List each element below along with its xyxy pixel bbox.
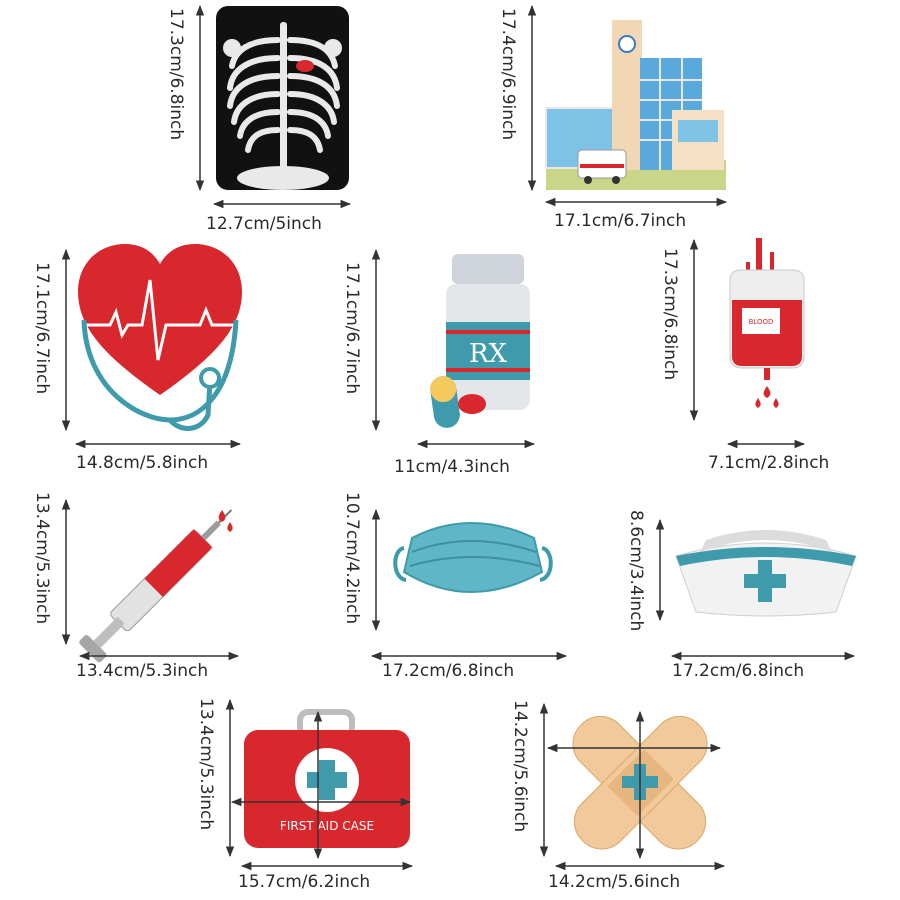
- blood-bag-height-label: 17.3cm/6.8inch: [660, 248, 680, 381]
- syringe-icon: [79, 509, 233, 663]
- syringe-height-label: 13.4cm/5.3inch: [32, 492, 52, 625]
- rx-bottle-icon: RX: [430, 254, 530, 428]
- hospital-width-label: 17.1cm/6.7inch: [554, 211, 687, 231]
- bandage-height-label: 14.2cm/5.6inch: [510, 700, 530, 833]
- bandage-width-label: 14.2cm/5.6inch: [548, 872, 681, 892]
- dimension-arrows: [61, 4, 856, 871]
- first-aid-height-label: 13.4cm/5.3inch: [196, 698, 216, 831]
- rx-height-label: 17.1cm/6.7inch: [342, 262, 362, 395]
- nurse-cap-width-label: 17.2cm/6.8inch: [672, 661, 805, 681]
- blood-bag-width-label: 7.1cm/2.8inch: [708, 453, 830, 473]
- rx-label-text: RX: [469, 339, 508, 369]
- xray-height-label: 17.3cm/6.8inch: [166, 8, 186, 141]
- xray-width-label: 12.7cm/5inch: [206, 214, 322, 234]
- mask-width-label: 17.2cm/6.8inch: [382, 661, 515, 681]
- first-aid-width-label: 15.7cm/6.2inch: [238, 872, 371, 892]
- syringe-width-label: 13.4cm/5.3inch: [76, 661, 209, 681]
- heart-height-label: 17.1cm/6.7inch: [32, 262, 52, 395]
- blood-bag-icon: BLOOD: [729, 238, 805, 408]
- face-mask-icon: [393, 522, 553, 593]
- first-aid-kit-icon: FIRST AID CASE: [244, 709, 410, 848]
- heart-stethoscope-icon: [78, 244, 242, 431]
- mask-height-label: 10.7cm/4.2inch: [342, 492, 362, 625]
- blood-label-text: BLOOD: [749, 318, 774, 326]
- heart-width-label: 14.8cm/5.8inch: [76, 453, 209, 473]
- rx-width-label: 11cm/4.3inch: [394, 457, 510, 477]
- chest-xray-icon: [216, 6, 349, 190]
- nurse-cap-height-label: 8.6cm/3.4inch: [626, 510, 646, 632]
- nurse-cap-icon: [675, 530, 857, 617]
- first-aid-label-text: FIRST AID CASE: [280, 819, 374, 833]
- hospital-building-icon: [545, 20, 726, 190]
- hospital-height-label: 17.4cm/6.9inch: [498, 8, 518, 141]
